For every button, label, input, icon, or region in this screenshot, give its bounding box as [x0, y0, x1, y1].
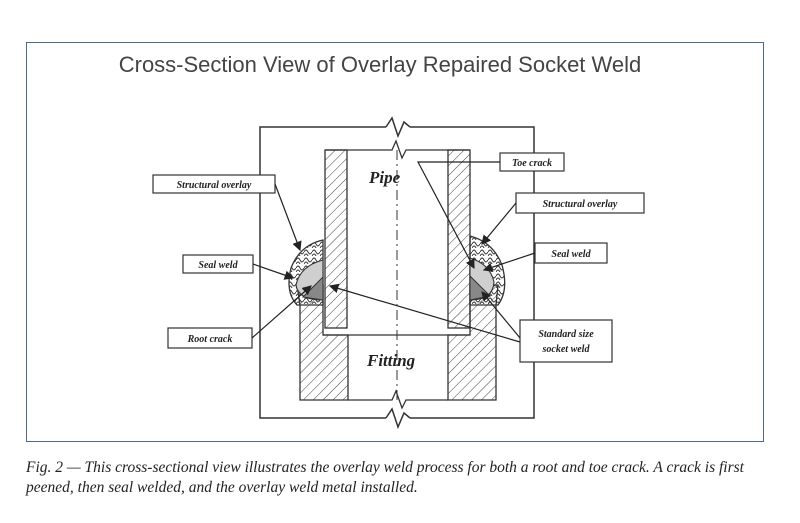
callout-seal-weld-right: Seal weld — [534, 242, 608, 264]
svg-text:Structural overlay: Structural overlay — [177, 180, 252, 191]
pipe-label: Pipe — [368, 168, 401, 187]
svg-text:Root crack: Root crack — [187, 334, 233, 345]
svg-text:Structural overlay: Structural overlay — [543, 199, 618, 210]
svg-text:Seal weld: Seal weld — [551, 249, 591, 260]
callout-toe-crack: Toe crack — [499, 152, 565, 172]
fitting-label: Fitting — [366, 351, 416, 370]
fitting-body — [296, 284, 499, 401]
callout-seal-weld-left: Seal weld — [182, 254, 254, 274]
figure-frame — [26, 42, 764, 442]
pipe-walls — [324, 149, 471, 329]
leader-lines — [251, 161, 536, 343]
svg-text:Toe crack: Toe crack — [512, 158, 552, 169]
diagram-title: Cross-Section View of Overlay Repaired S… — [118, 52, 642, 77]
pipe-top-break — [325, 139, 470, 160]
fitting-bottom-break — [348, 389, 448, 410]
right-weld — [469, 235, 506, 306]
svg-text:Standard size: Standard size — [538, 329, 594, 340]
left-weld — [288, 239, 324, 306]
svg-text:Seal weld: Seal weld — [198, 260, 238, 271]
callout-root-crack: Root crack — [167, 327, 253, 349]
figure-caption: Fig. 2 — This cross-sectional view illus… — [26, 459, 744, 496]
outer-boundary — [259, 116, 535, 430]
callout-structural-overlay-left: Structural overlay — [152, 174, 276, 194]
callout-standard-socket-weld: Standard size socket weld — [519, 319, 613, 363]
svg-text:socket weld: socket weld — [542, 344, 591, 355]
callout-structural-overlay-right: Structural overlay — [515, 192, 645, 214]
